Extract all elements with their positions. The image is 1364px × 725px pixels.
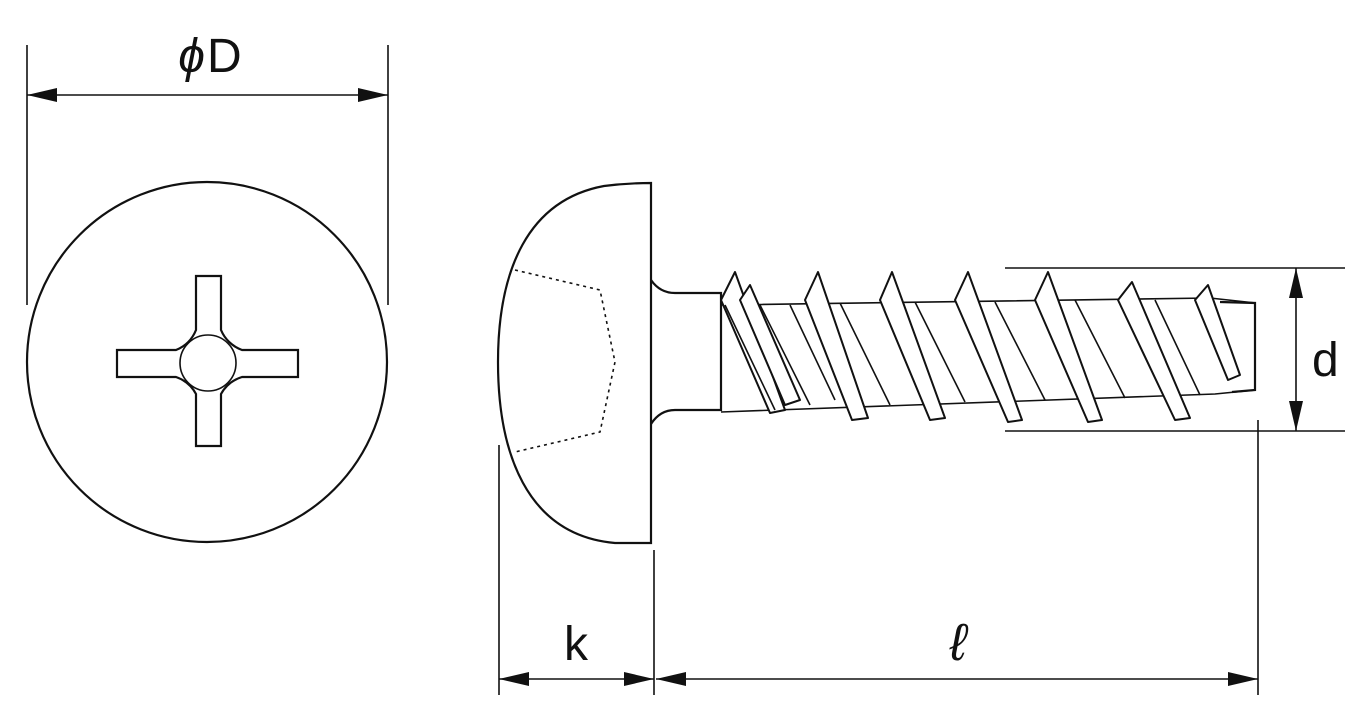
head-diameter-label: D <box>207 30 242 83</box>
head-diameter-symbol: ϕ <box>178 30 205 83</box>
hidden-recess <box>514 269 616 453</box>
thread-diameter-label: d <box>1312 334 1339 387</box>
top-view: ϕ D <box>25 30 389 544</box>
recess-center <box>179 334 237 392</box>
head-height-label: k <box>564 618 589 671</box>
side-view: d k ℓ <box>496 181 1345 695</box>
head-outline <box>25 180 389 544</box>
screw-tip <box>1219 300 1257 394</box>
pan-head <box>496 181 653 545</box>
thread-crests <box>720 271 1241 423</box>
shank <box>650 279 723 425</box>
length-label: ℓ <box>949 614 969 672</box>
phillips-recess <box>115 274 300 448</box>
